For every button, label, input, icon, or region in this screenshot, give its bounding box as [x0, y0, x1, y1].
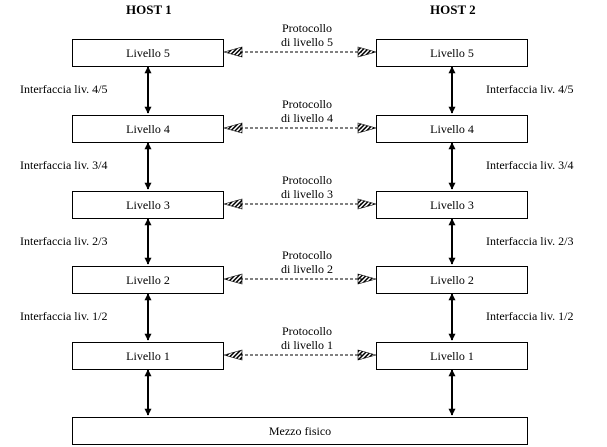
- protocol-label-1-line1: Protocollo: [282, 324, 332, 338]
- protocol-link-4: [222, 122, 378, 134]
- physical-medium-box: Mezzo fisico: [72, 417, 528, 445]
- protocol-label-5-line1: Protocollo: [282, 21, 332, 35]
- left-interface-2-3: Interfaccia liv. 2/3: [20, 234, 108, 248]
- protocol-label-4-line2: di livello 4: [281, 111, 333, 125]
- protocol-label-5: Protocollo di livello 5: [252, 21, 362, 49]
- right-interface-1-2: Interfaccia liv. 1/2: [486, 309, 574, 323]
- right-layer-4-box: Livello 4: [376, 115, 528, 143]
- protocol-label-1: Protocollo di livello 1: [252, 324, 362, 352]
- protocol-label-3-line2: di livello 3: [281, 187, 333, 201]
- left-interface-4-5: Interfaccia liv. 4/5: [20, 82, 108, 96]
- protocol-link-3: [222, 198, 378, 210]
- protocol-label-5-line2: di livello 5: [281, 35, 333, 49]
- protocol-label-2: Protocollo di livello 2: [252, 248, 362, 276]
- right-layer-5-box: Livello 5: [376, 39, 528, 67]
- right-layer-3-box: Livello 3: [376, 191, 528, 219]
- protocol-label-3: Protocollo di livello 3: [252, 173, 362, 201]
- protocol-label-4: Protocollo di livello 4: [252, 97, 362, 125]
- right-layer-1-box: Livello 1: [376, 342, 528, 370]
- protocol-link-2: [222, 273, 378, 285]
- protocol-label-1-line2: di livello 1: [281, 338, 333, 352]
- right-interface-3-4: Interfaccia liv. 3/4: [486, 158, 574, 172]
- protocol-label-2-line2: di livello 2: [281, 262, 333, 276]
- left-layer-1-box: Livello 1: [72, 342, 224, 370]
- protocol-link-5: [222, 46, 378, 58]
- right-interface-4-5: Interfaccia liv. 4/5: [486, 82, 574, 96]
- protocol-label-3-line1: Protocollo: [282, 173, 332, 187]
- host1-title: HOST 1: [126, 2, 172, 17]
- right-layer-2-box: Livello 2: [376, 266, 528, 294]
- left-layer-4-box: Livello 4: [72, 115, 224, 143]
- left-layer-2-box: Livello 2: [72, 266, 224, 294]
- left-layer-3-box: Livello 3: [72, 191, 224, 219]
- left-interface-1-2: Interfaccia liv. 1/2: [20, 309, 108, 323]
- protocol-link-1: [222, 349, 378, 361]
- protocol-label-4-line1: Protocollo: [282, 97, 332, 111]
- protocol-label-2-line1: Protocollo: [282, 248, 332, 262]
- right-interface-2-3: Interfaccia liv. 2/3: [486, 234, 574, 248]
- host2-title: HOST 2: [430, 2, 476, 17]
- left-interface-3-4: Interfaccia liv. 3/4: [20, 158, 108, 172]
- left-layer-5-box: Livello 5: [72, 39, 224, 67]
